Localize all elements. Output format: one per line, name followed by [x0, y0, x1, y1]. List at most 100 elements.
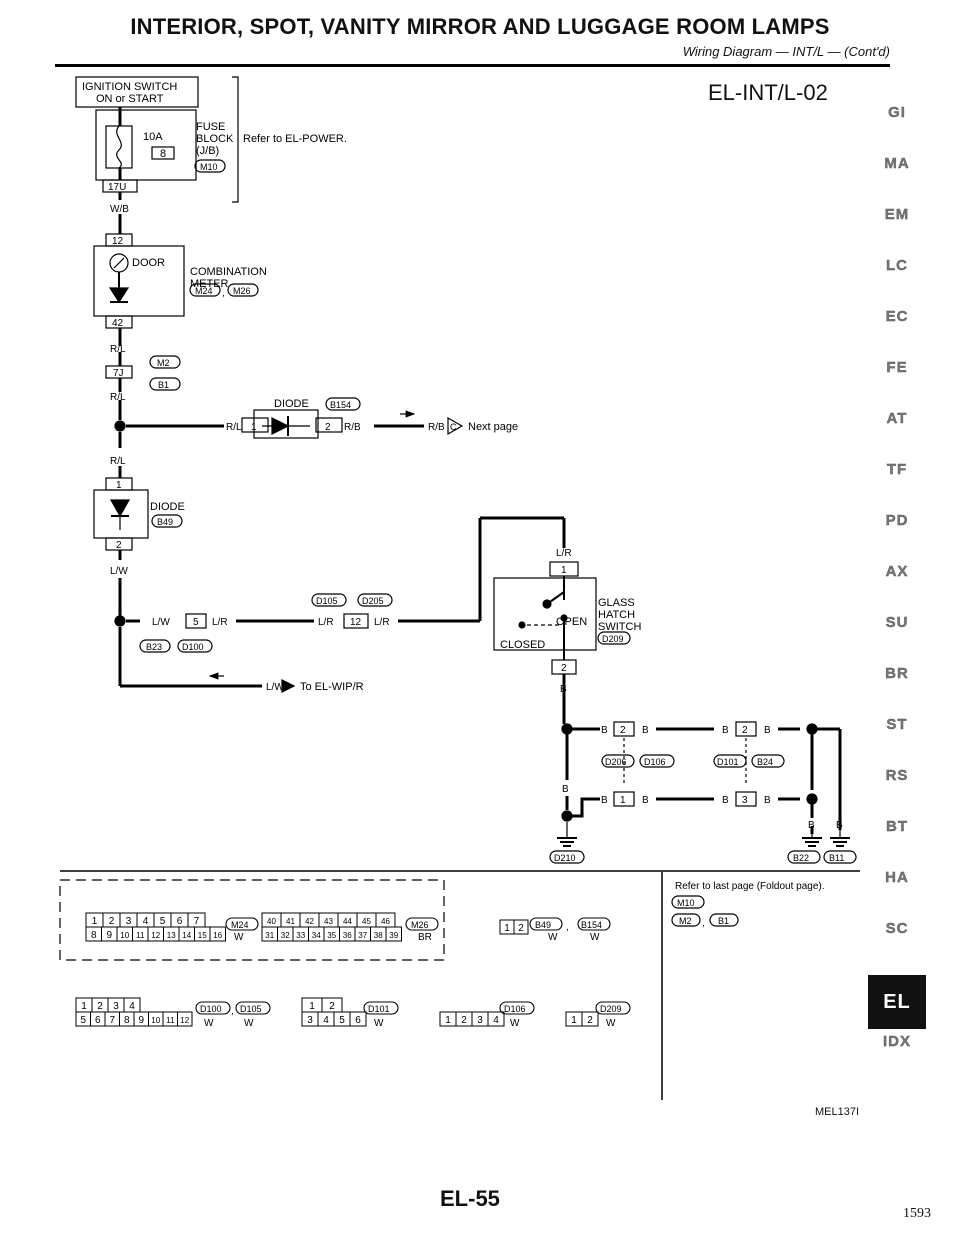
nav-item-em[interactable]: EM: [884, 206, 910, 223]
diode-b49-term-1-label: 1: [116, 480, 122, 491]
m24-top-pin: 3: [126, 916, 132, 927]
d101-bot-pin: 6: [355, 1015, 361, 1026]
header-rule: [55, 64, 890, 67]
nav-item-tf[interactable]: TF: [886, 461, 908, 478]
terminal-7j-label: 7J: [113, 368, 124, 379]
d100-top-pin: 2: [97, 1001, 103, 1012]
fuse-number-label: 8: [160, 148, 166, 160]
m26-bot-pin: 31: [265, 931, 274, 940]
wire-b-label-6: B: [562, 784, 569, 795]
m26-bot-pin: 34: [312, 931, 321, 940]
d100-bot-cell: [177, 1011, 193, 1027]
diode-b154-box: [253, 409, 319, 439]
fuse-block-label-1: FUSE: [196, 121, 225, 133]
m26-bot-pin: 36: [343, 931, 352, 940]
nav-item-pd[interactable]: PD: [885, 512, 909, 529]
conn-d105-label: D105: [316, 596, 338, 606]
conn-d101-label: D101: [717, 757, 739, 767]
wire-b-label-1: B: [560, 684, 567, 695]
nav-item-st[interactable]: ST: [886, 716, 908, 733]
m24-top-pin: 4: [143, 916, 149, 927]
conn-b22-label: B22: [793, 853, 809, 863]
d101-bot-pin: 3: [307, 1015, 313, 1026]
nav-item-fe[interactable]: FE: [886, 359, 908, 376]
fuse-block-label-3: (J/B): [196, 145, 219, 157]
b49-pin: 2: [518, 923, 524, 934]
wire-b-label-3: B: [642, 725, 649, 736]
combination-meter-label-2: METER: [190, 278, 229, 290]
d100-bot-pin: 6: [95, 1015, 101, 1026]
nav-item-el-active[interactable]: EL: [868, 975, 926, 1029]
terminal-42-label: 42: [112, 318, 124, 329]
diode-b49-label: DIODE: [150, 501, 185, 513]
wire-rl-label-1: R/L: [110, 344, 126, 355]
fuse-number-box: [151, 146, 175, 160]
fuse-element: [116, 125, 122, 169]
conn-m10-label: M10: [200, 162, 218, 172]
combination-meter-box: [93, 245, 185, 317]
m26-bot-cell: [385, 926, 402, 942]
m24-color-label: W: [234, 932, 244, 943]
conn-b1-label: B1: [158, 380, 169, 390]
splice-1: [114, 420, 126, 432]
m24-bot-cell: [209, 926, 226, 942]
nav-item-gi[interactable]: GI: [888, 104, 906, 121]
wire-b-label-12: B: [836, 820, 843, 831]
wire-lr-label-3: L/R: [374, 617, 390, 628]
d101-bot-cell: [349, 1011, 367, 1027]
nav-item-rs[interactable]: RS: [885, 767, 909, 784]
nav-item-ma[interactable]: MA: [884, 155, 910, 172]
d101-top-pin: 1: [309, 1001, 315, 1012]
comma-2: ,: [702, 918, 705, 929]
wire-lr-label-4: L/R: [556, 548, 572, 559]
refer-last-page-label: Refer to last page (Foldout page).: [675, 881, 825, 892]
conn-m10-oval: [194, 159, 226, 173]
diode-term-1-label: 1: [251, 422, 257, 433]
d209-cell: [581, 1011, 599, 1027]
m26-top-pin: 42: [305, 917, 314, 926]
d100-bot-pin: 7: [109, 1015, 115, 1026]
nav-item-ax[interactable]: AX: [885, 563, 909, 580]
ignition-switch-box: [75, 76, 199, 108]
ignition-switch-mode-label: ON or START: [96, 93, 164, 105]
wire-b-label-4: B: [722, 725, 729, 736]
m26-top-pin: 40: [267, 917, 276, 926]
m24-bot-pin: 8: [91, 930, 97, 941]
m24-bot-pin: 10: [120, 931, 129, 940]
nav-item-at[interactable]: AT: [886, 410, 908, 427]
d206-term-2-label: 2: [620, 725, 626, 736]
switch-open-label: OPEN: [556, 616, 587, 628]
m24-bot-pin: 13: [167, 931, 176, 940]
nav-item-bt[interactable]: BT: [886, 818, 908, 835]
m24-top-pin: 6: [177, 916, 183, 927]
m26-bot-pin: 38: [374, 931, 383, 940]
d100-bot-pin: 8: [124, 1015, 130, 1026]
m24-bot-pin: 11: [136, 931, 145, 940]
conn-m24-oval: [189, 283, 221, 297]
d209-pin: 1: [571, 1015, 577, 1026]
d106-pin: 1: [445, 1015, 451, 1026]
comma-3: ,: [566, 922, 569, 933]
face-d106-label: D106: [504, 1004, 526, 1014]
nav-item-su[interactable]: SU: [885, 614, 909, 631]
d100-bot-pin: 9: [138, 1015, 144, 1026]
conn-b49-label: B49: [157, 517, 173, 527]
d206-term-1-label: 1: [620, 795, 626, 806]
nav-item-lc[interactable]: LC: [886, 257, 908, 274]
fuse-block-box: [95, 109, 197, 181]
m26-top-pin: 44: [343, 917, 352, 926]
nav-item-idx[interactable]: IDX: [882, 1033, 911, 1050]
d100-bot-pin: 11: [166, 1016, 175, 1025]
conn-d206-label: D206: [605, 757, 627, 767]
m24-top-pin: 7: [194, 916, 200, 927]
glass-hatch-label-3: SWITCH: [598, 621, 641, 633]
conn-b49-oval: [151, 514, 183, 528]
conn-b154-label: B154: [330, 400, 351, 410]
d100-bot-pin: 5: [80, 1015, 86, 1026]
nav-item-br[interactable]: BR: [885, 665, 909, 682]
fuse-symbol: [105, 125, 133, 169]
nav-item-ec[interactable]: EC: [885, 308, 909, 325]
nav-item-ha[interactable]: HA: [885, 869, 909, 886]
d101-bot-pin: 4: [323, 1015, 329, 1026]
nav-item-sc[interactable]: SC: [885, 920, 909, 937]
